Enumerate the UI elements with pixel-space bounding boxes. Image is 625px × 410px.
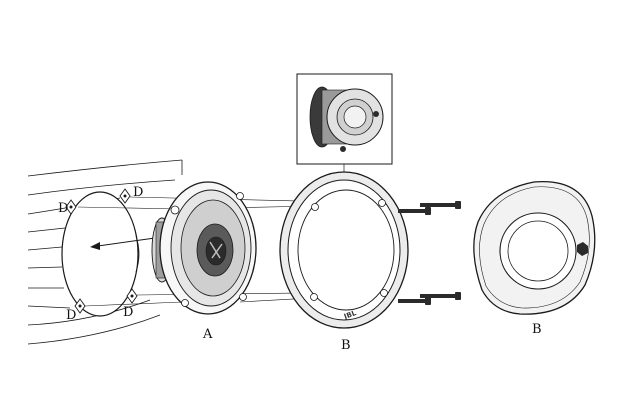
screw-label-d-top-right: D [133, 185, 143, 200]
speaker-label: A [202, 327, 213, 342]
screw-label-d-bottom-right: D [123, 305, 133, 320]
ring-frame-label: B [341, 338, 351, 353]
speaker-a: A [152, 182, 256, 342]
screw-bottom-short [398, 297, 431, 305]
grille-cover-label: B [532, 322, 542, 337]
screw-label-d-top-left: D [58, 201, 68, 216]
screw-label-d-bottom-left: D [66, 308, 76, 323]
screw-top-short [398, 207, 431, 215]
screw-hole-top-right: D [120, 185, 143, 203]
grille-cover-b: B [474, 182, 595, 337]
screw-hole-bottom-left: D [66, 299, 85, 323]
ring-frame-b: JBL B [280, 172, 408, 353]
tweeter-detail-inset [297, 74, 392, 178]
